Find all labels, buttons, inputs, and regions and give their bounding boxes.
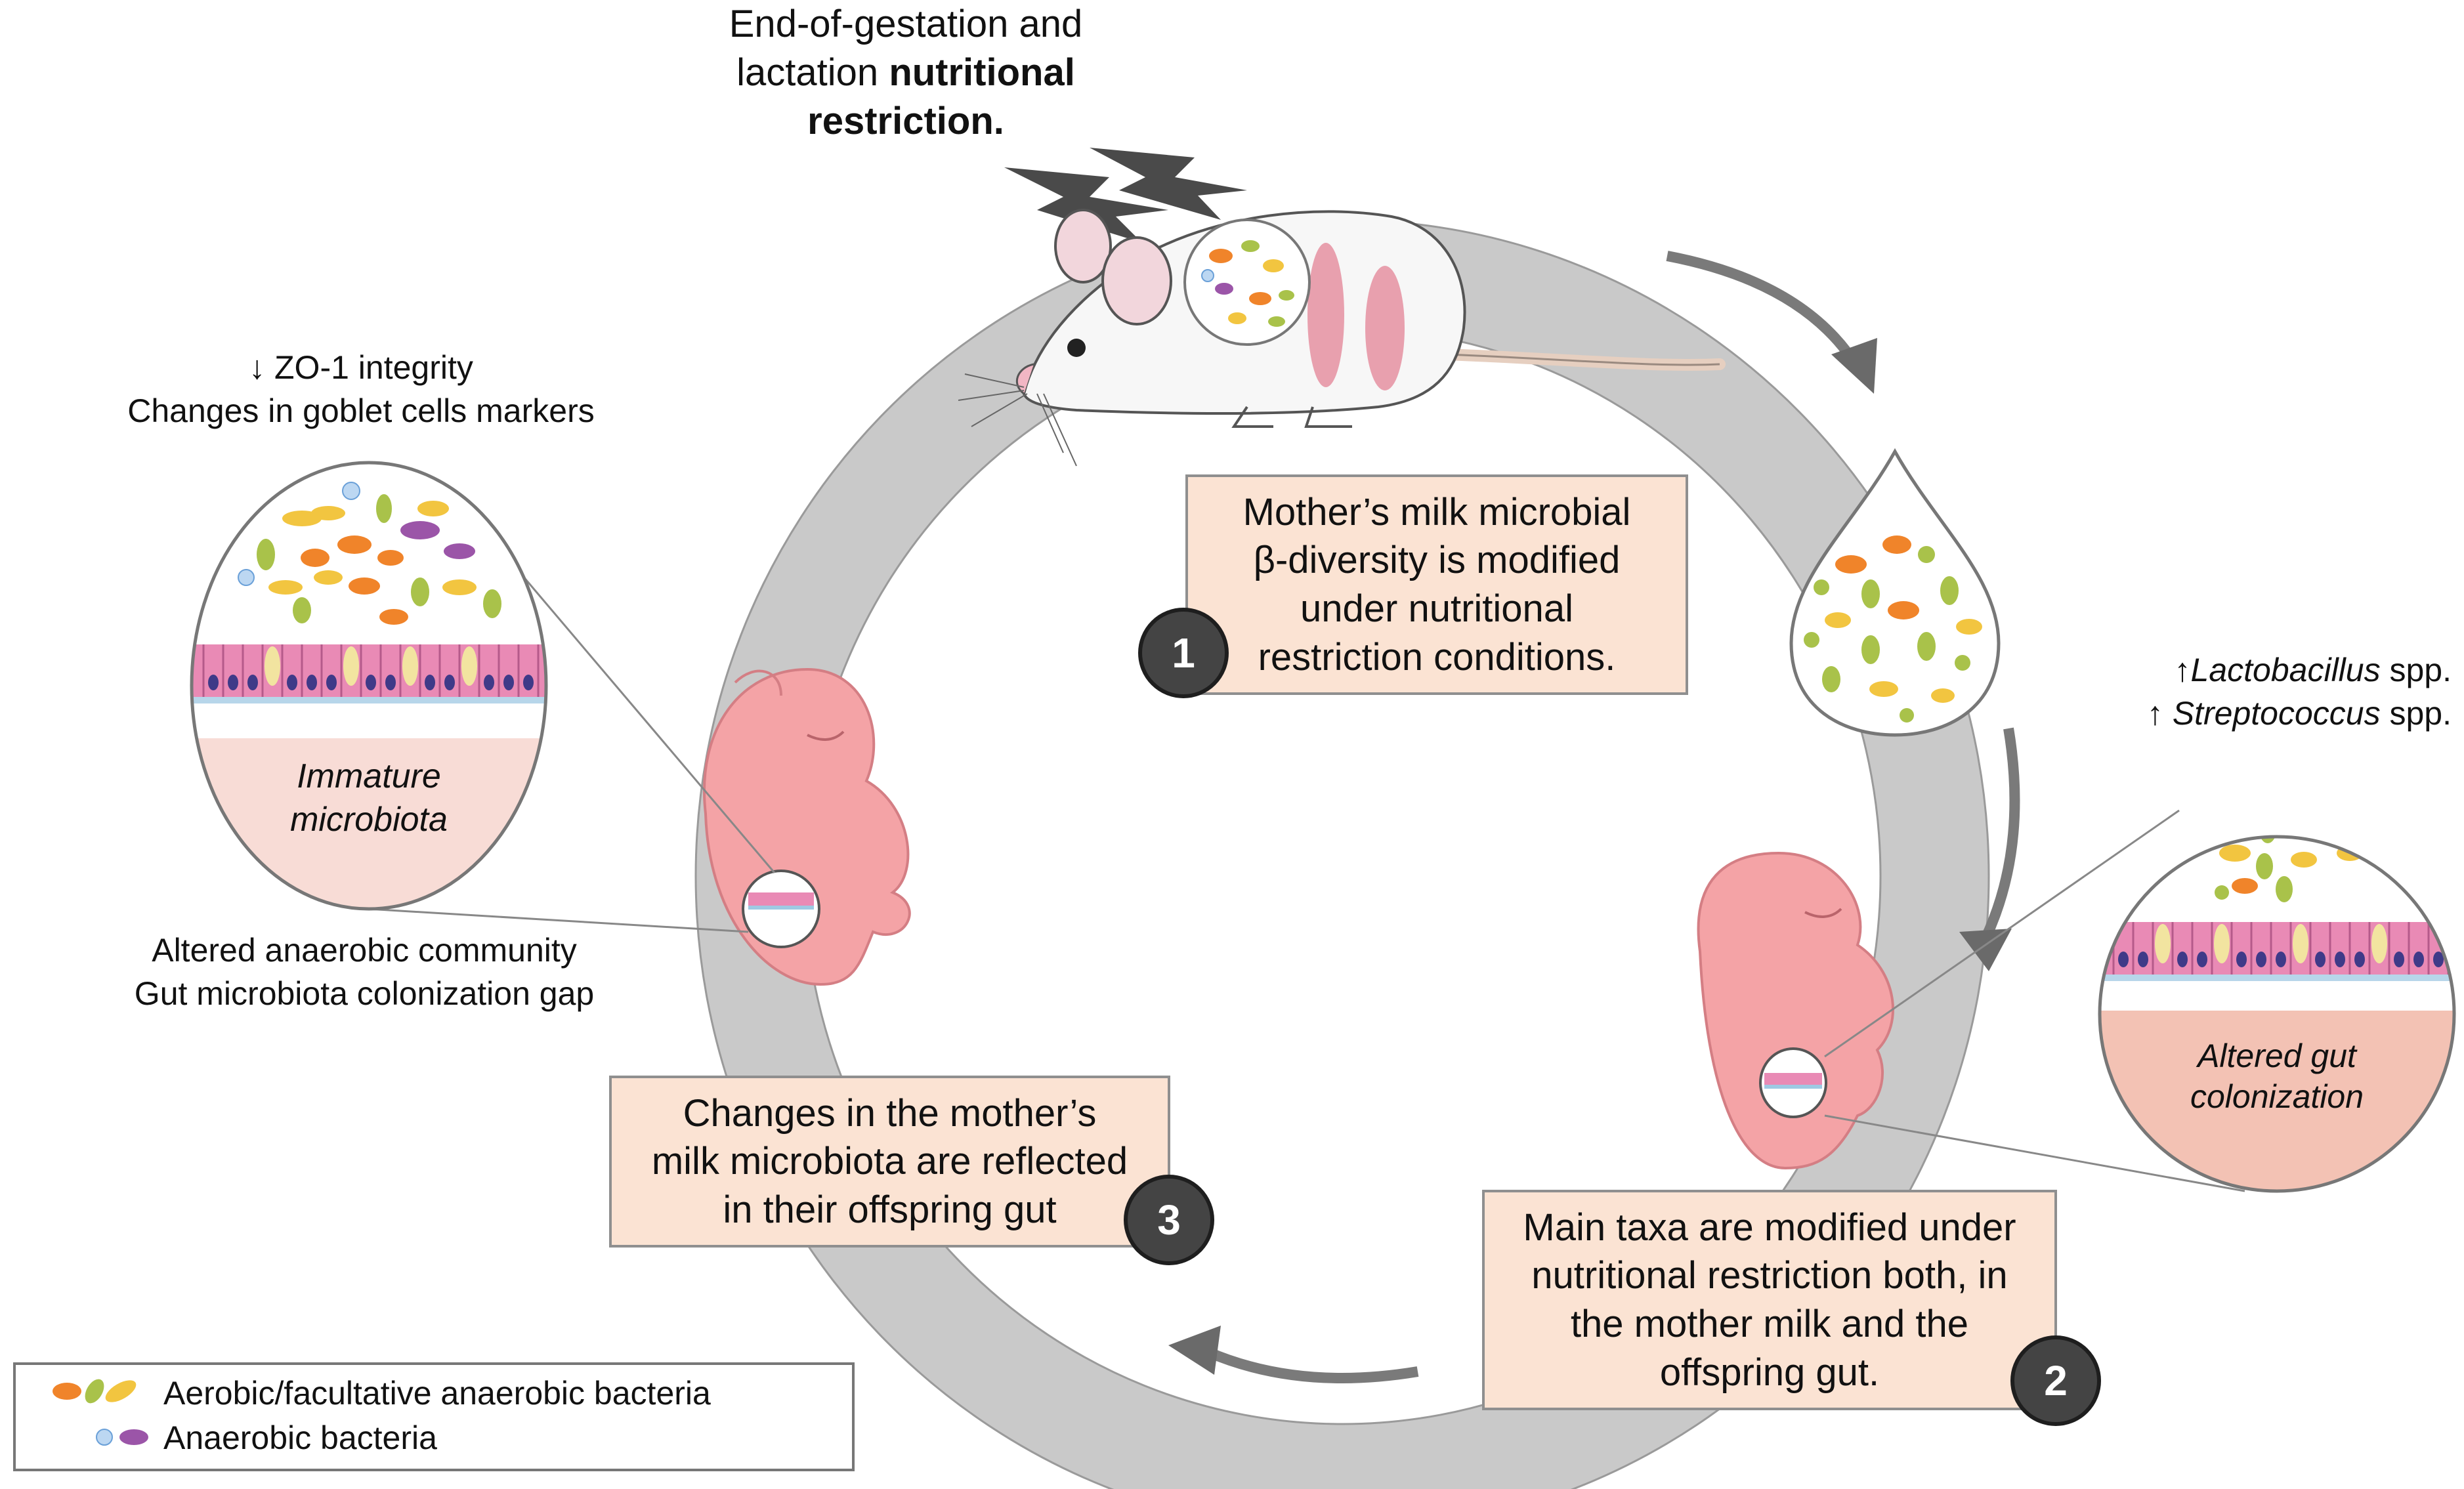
mouse-microbiota-dots [1201,240,1294,327]
mother-mouse-illustration [958,209,1726,467]
offspring-pup-left [703,667,911,986]
step-3-box: Changes in the mother’s milk microbiota … [609,1076,1170,1248]
diagram-title: End-of-gestation and lactation nutrition… [656,0,1155,146]
legend-anaerobic-label: Anaerobic bacteria [163,1419,437,1456]
milk-drop-illustration [1789,448,2001,737]
anaerobic-bacteria-swatch-icon [96,1429,148,1446]
cycle-arrow-bottom [1168,1326,1419,1383]
zo1-integrity-text: ↓ ZO-1 integrity [249,349,473,386]
left-inset-bacteria [238,482,501,625]
anaerobic-community-text: Altered anaerobic community [152,932,577,969]
altered-gut-colonization-label: Altered gut colonization [2190,1038,2364,1115]
legend: Aerobic/facultative anaerobic bacteria A… [13,1362,855,1471]
goblet-cells-text: Changes in goblet cells markers [127,392,595,429]
step-1-box: Mother’s milk microbial β-diversity is m… [1185,474,1688,695]
lactobacillus-text: ↑Lactobacillus spp. [2174,652,2452,688]
inset-connector-lines [367,570,2245,1192]
lightning-icon [1004,148,1247,243]
title-line-2: lactation nutritional [736,51,1075,94]
left-bottom-note: Altered anaerobic community Gut microbio… [69,929,660,1015]
step-3-badge: 3 [1124,1175,1214,1265]
title-line-1: End-of-gestation and [729,3,1083,45]
right-taxa-note: ↑Lactobacillus spp. ↑ Streptococcus spp. [2084,648,2452,735]
step-2-box: Main taxa are modified under nutritional… [1482,1190,2057,1410]
streptococcus-text: ↑ Streptococcus spp. [2146,695,2452,732]
inset-immature-gut [190,461,548,911]
legend-swatches [53,1379,148,1446]
immature-microbiota-label: Immature microbiota [290,757,448,839]
legend-aerobic-label: Aerobic/facultative anaerobic bacteria [163,1375,711,1412]
step-1-badge: 1 [1138,608,1229,698]
aerobic-bacteria-swatch-icon [53,1379,137,1404]
inset-altered-gut [2098,835,2456,1193]
left-top-note: ↓ ZO-1 integrity Changes in goblet cells… [66,346,656,432]
cycle-arrow-right [1959,727,2020,971]
offspring-pup-right [1697,851,1894,1170]
title-line-3: restriction. [807,100,1004,142]
cycle-arrow-top-right [1666,251,1877,394]
colonization-gap-text: Gut microbiota colonization gap [134,975,595,1012]
step-2-badge: 2 [2010,1335,2101,1426]
